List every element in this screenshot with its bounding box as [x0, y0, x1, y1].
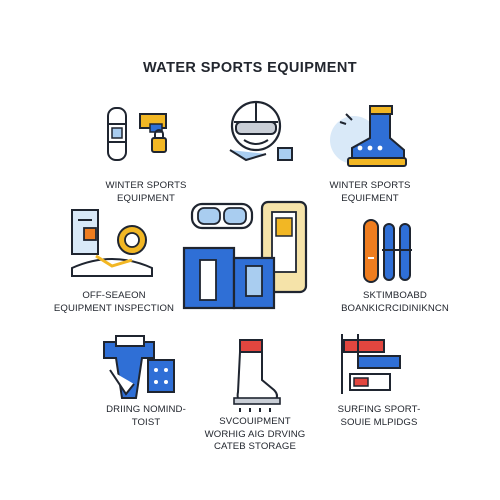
ski-boot-icon [326, 100, 412, 172]
snowboard-icon [354, 216, 426, 286]
label-drying: DRIING NOMIND-TOIST [106, 404, 186, 428]
page-title: WATER SPORTS EQUIPMENT [143, 60, 357, 76]
ski-helmet-goggles-icon [220, 94, 296, 166]
inspection-gear-icon [66, 206, 158, 282]
wetsuit-icon [96, 330, 182, 406]
label-surfing-sport: SURFING SPORT-SOUIE MLPIDGS [337, 404, 421, 428]
ski-pass-icon [104, 104, 172, 164]
storage-rack-icon [336, 330, 408, 398]
dry-sock-icon [226, 336, 286, 416]
goggles-icon [180, 196, 320, 316]
